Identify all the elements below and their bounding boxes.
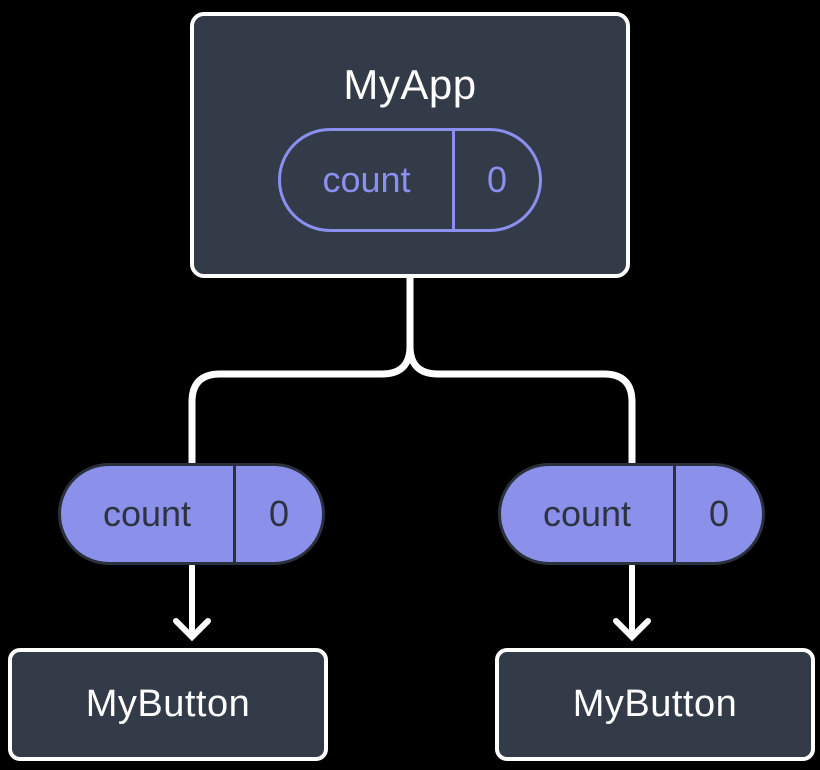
right-arrow	[613, 563, 651, 642]
left-arrowhead-icon	[173, 618, 211, 642]
app-component-box: MyApp count 0	[190, 12, 630, 278]
connector-branch-right	[406, 274, 636, 468]
prop-pill-right-value: 0	[708, 493, 730, 534]
state-pill-value: 0	[486, 159, 508, 200]
prop-pill-left-name: count	[61, 466, 236, 562]
prop-pill-right: count 0	[498, 463, 765, 565]
prop-pill-right-name: count	[501, 466, 676, 562]
left-arrow	[173, 563, 211, 642]
right-arrowhead-icon	[613, 618, 651, 642]
prop-pill-left-value: 0	[268, 493, 290, 534]
app-state-pill: count 0	[278, 128, 542, 232]
app-component-title: MyApp	[343, 61, 477, 108]
button-component-title-left: MyButton	[85, 683, 251, 725]
button-component-box-right: MyButton	[495, 648, 815, 761]
connector-branch-left	[188, 274, 414, 468]
button-component-title-right: MyButton	[572, 683, 738, 725]
prop-pill-left: count 0	[58, 463, 325, 565]
button-component-box-left: MyButton	[8, 648, 328, 761]
state-pill-name: count	[281, 131, 455, 229]
